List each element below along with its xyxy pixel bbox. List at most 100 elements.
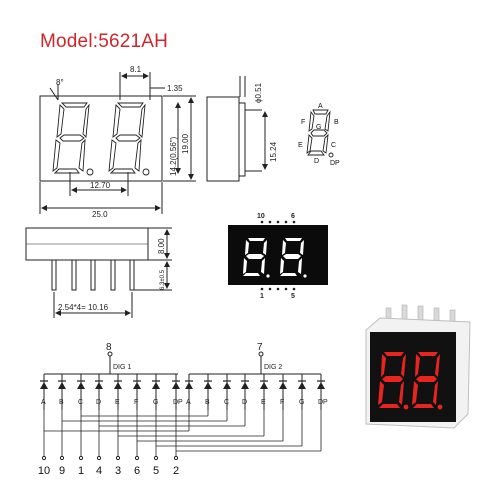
circuit-seg-label-dig2-a: A xyxy=(186,399,191,406)
dim-dp-offset: 1.35 xyxy=(167,84,183,93)
circuit-pin-number-2: 2 xyxy=(173,465,179,477)
diode-dig1-1 xyxy=(40,374,48,410)
seg-label-c: C xyxy=(331,142,336,149)
diodes-dig1 xyxy=(40,374,180,410)
circuit-seg-label-dig2-c: C xyxy=(224,399,229,406)
dim-height: 19.00 xyxy=(181,133,190,154)
diode-dig1-7 xyxy=(152,374,160,410)
circuit-seg-label-dig1-c: C xyxy=(78,399,83,406)
circuit-pin-terminal xyxy=(78,455,84,461)
circuit-bus xyxy=(43,410,322,456)
circuit-seg-label-dig1-d: D xyxy=(96,399,101,406)
circuit-pin-terminal xyxy=(153,455,159,461)
module-digit-1 xyxy=(243,238,270,278)
seg-label-g: G xyxy=(316,124,321,131)
seg-label-e: E xyxy=(298,142,303,149)
circuit-pin-number-6: 6 xyxy=(134,465,140,477)
segment-legend xyxy=(306,109,334,158)
product-photo xyxy=(365,304,471,429)
diode-dig1-8 xyxy=(172,374,180,410)
side-pin-block xyxy=(238,102,246,177)
circuit-pin-number-10: 10 xyxy=(38,465,50,477)
diode-dig2-5 xyxy=(260,374,268,410)
front-digit-1 xyxy=(52,102,94,176)
circuit-diagram xyxy=(43,351,322,456)
seg-label-dp: DP xyxy=(330,160,340,167)
diode-dig2-2 xyxy=(204,374,212,410)
com1-pin-number: 8 xyxy=(106,342,112,353)
com1-label: DIG 1 xyxy=(113,364,131,371)
com2-label: DIG 2 xyxy=(264,364,282,371)
circuit-seg-label-dig1-dp: DP xyxy=(173,399,183,406)
dim-angle: 8° xyxy=(56,78,64,87)
circuit-seg-label-dig1-g: G xyxy=(153,399,158,406)
module-pin-10: 10 xyxy=(257,213,265,220)
circuit-seg-label-dig2-dp: DP xyxy=(318,399,328,406)
circuit-pin-terminal xyxy=(115,455,121,461)
diode-dig2-8 xyxy=(317,374,325,410)
circuit-pin-number-1: 1 xyxy=(78,465,84,477)
circuit-seg-label-dig2-f: F xyxy=(280,399,284,406)
diode-dig1-5 xyxy=(114,374,122,410)
diode-dig2-6 xyxy=(279,374,287,410)
module-digit-2 xyxy=(280,238,307,278)
diode-dig1-3 xyxy=(77,374,85,410)
diode-dig1-4 xyxy=(95,374,103,410)
diode-dig1-6 xyxy=(133,374,141,410)
photo-digit-2 xyxy=(412,352,443,410)
circuit-pin-number-3: 3 xyxy=(115,465,121,477)
circuit-pin-number-4: 4 xyxy=(96,465,102,477)
dim-digit-span: 12.70 xyxy=(90,181,111,190)
front-digit-2 xyxy=(108,102,150,176)
dim-pin-pitch: 2.54*4= 10.16 xyxy=(58,303,109,312)
circuit-pin-terminal xyxy=(96,455,102,461)
circuit-seg-label-dig1-a: A xyxy=(41,399,46,406)
side-view xyxy=(206,76,268,182)
diode-dig1-2 xyxy=(58,374,66,410)
photo-digit-1 xyxy=(378,352,409,410)
black-module xyxy=(228,220,328,291)
circuit-pin-terminal xyxy=(41,455,47,461)
module-pin-5: 5 xyxy=(291,293,295,300)
diode-dig2-3 xyxy=(223,374,231,410)
module-pin-1: 1 xyxy=(260,293,264,300)
dim-digit-height: 14.2(0.56") xyxy=(169,136,178,176)
diode-dig2-4 xyxy=(241,374,249,410)
side-body-outline xyxy=(206,96,240,182)
dim-pin-length: 6.3±0.5 xyxy=(160,269,166,290)
diode-dig2-1 xyxy=(185,374,193,410)
dim-pin-row-spacing: 15.24 xyxy=(269,141,278,162)
diode-dig2-7 xyxy=(298,374,306,410)
com2-pin-number: 7 xyxy=(257,342,263,353)
seg-label-b: B xyxy=(334,119,339,126)
circuit-pin-terminal xyxy=(173,455,179,461)
photo-body xyxy=(370,332,456,422)
dim-width: 25.0 xyxy=(92,210,108,219)
circuit-seg-label-dig1-b: B xyxy=(59,399,64,406)
circuit-seg-label-dig2-d: D xyxy=(242,399,247,406)
circuit-pin-terminal xyxy=(134,455,140,461)
module-pin-dots xyxy=(260,220,296,291)
circuit-seg-label-dig1-e: E xyxy=(115,399,120,406)
module-pin-6: 6 xyxy=(291,213,295,220)
seg-label-d: D xyxy=(314,158,319,165)
circuit-pin-number-5: 5 xyxy=(153,465,159,477)
front-body-outline xyxy=(39,95,163,182)
bottom-pins xyxy=(51,259,135,291)
dim-depth: 8.00 xyxy=(157,238,166,254)
circuit-seg-label-dig2-g: G xyxy=(299,399,304,406)
circuit-pin-number-9: 9 xyxy=(59,465,65,477)
circuit-pin-terminal xyxy=(59,455,65,461)
circuit-seg-label-dig2-e: E xyxy=(261,399,266,406)
circuit-seg-label-dig2-b: B xyxy=(205,399,210,406)
front-view xyxy=(39,72,196,214)
bottom-view xyxy=(25,227,172,318)
dim-digit-pitch: 8.1 xyxy=(130,65,142,74)
circuit-seg-label-dig1-f: F xyxy=(134,399,138,406)
diodes-dig2 xyxy=(185,374,325,410)
seg-label-a: A xyxy=(318,103,323,110)
dim-pin-diameter: ϕ0.51 xyxy=(254,82,263,103)
